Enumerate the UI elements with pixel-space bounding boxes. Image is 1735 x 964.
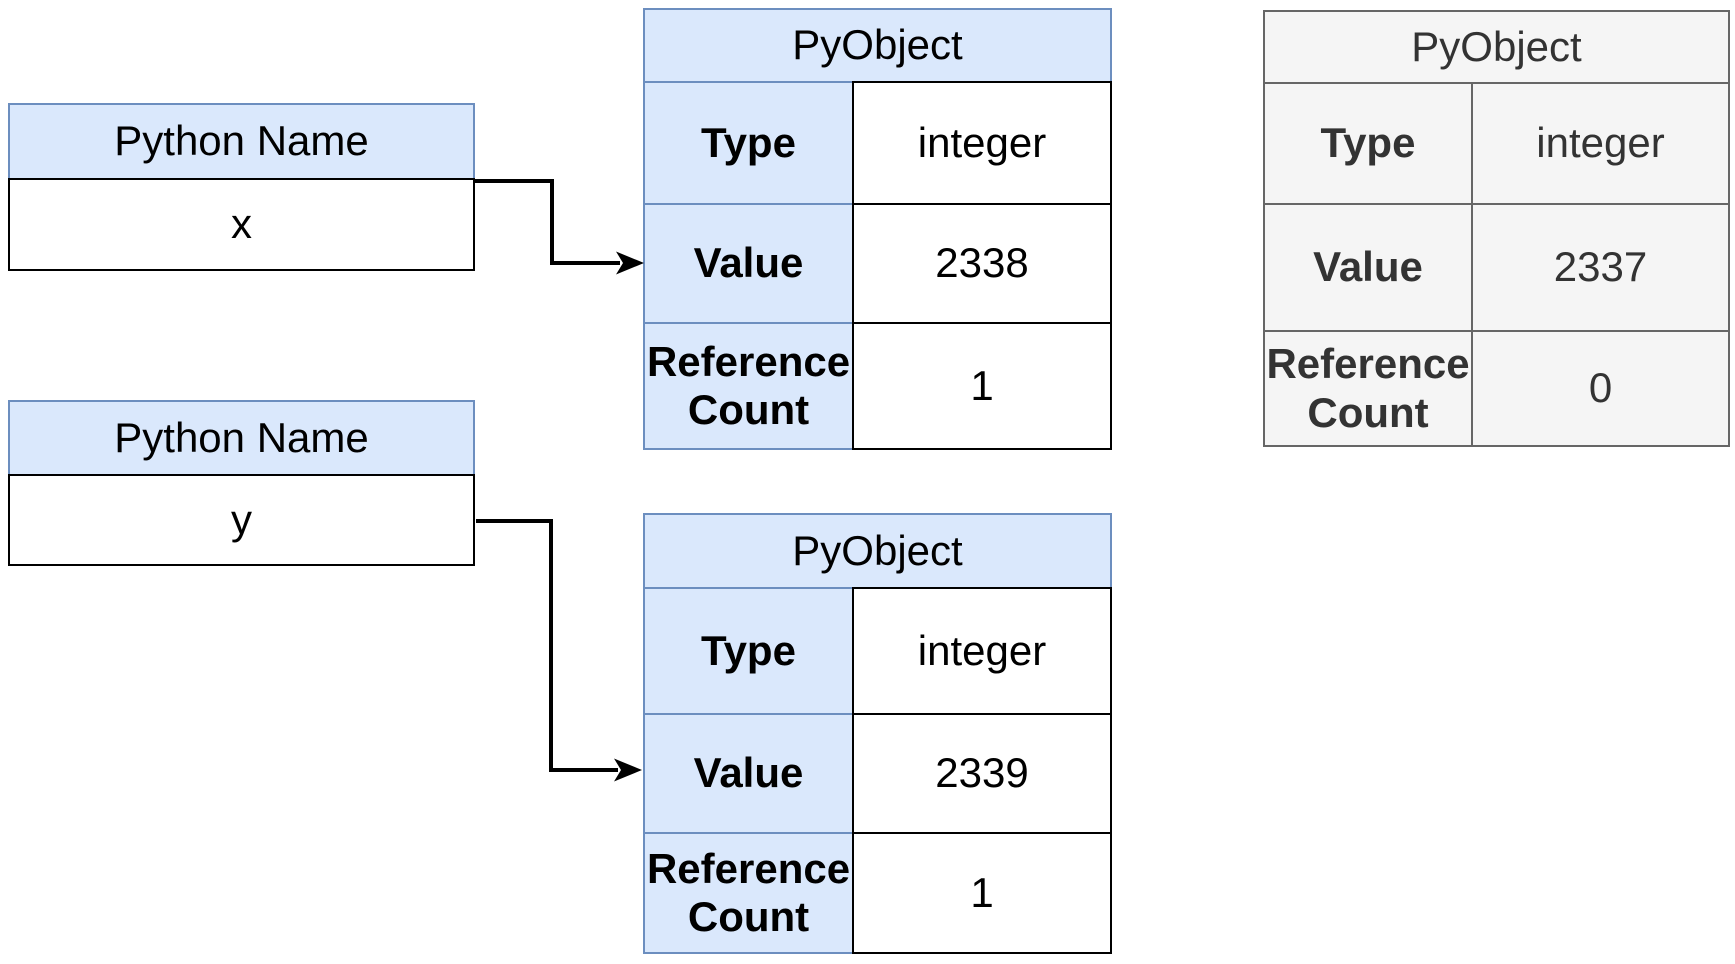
pyobject-table-2337: PyObject Type integer Value 2337 Referen… xyxy=(1263,10,1730,447)
pyobject-2339-title: PyObject xyxy=(643,513,1112,589)
pyobject-2339-value-label: Value xyxy=(643,713,854,834)
python-name-box-x-header: Python Name xyxy=(8,103,475,180)
pyobject-2337-title: PyObject xyxy=(1263,10,1730,84)
python-name-box-y-header: Python Name xyxy=(8,400,475,476)
arrow-x-to-2338 xyxy=(475,179,644,275)
pyobject-2339-ref-value: 1 xyxy=(852,832,1112,954)
pyobject-2339-value-value: 2339 xyxy=(852,713,1112,834)
pyobject-2337-type-label: Type xyxy=(1263,82,1473,205)
pyobject-2339-type-label: Type xyxy=(643,587,854,715)
pyobject-2338-type-label: Type xyxy=(643,81,854,205)
arrowhead-y-icon xyxy=(614,758,642,782)
pyobject-2338-value-label: Value xyxy=(643,203,854,324)
arrow-y-to-2339 xyxy=(476,519,642,782)
pyobject-table-2339: PyObject Type integer Value 2339 Referen… xyxy=(643,513,1112,954)
pyobject-2338-ref-label: Reference Count xyxy=(643,322,854,450)
pyobject-table-2338: PyObject Type integer Value 2338 Referen… xyxy=(643,8,1112,450)
python-name-box-y-value: y xyxy=(8,474,475,566)
pyobject-2339-ref-label: Reference Count xyxy=(643,832,854,954)
pyobject-2338-type-value: integer xyxy=(852,81,1112,205)
pyobject-2338-value-value: 2338 xyxy=(852,203,1112,324)
python-name-box-y: Python Name y xyxy=(8,400,475,566)
python-name-box-x: Python Name x xyxy=(8,103,475,271)
pyobject-2337-value-value: 2337 xyxy=(1471,203,1730,332)
pyobject-2339-type-value: integer xyxy=(852,587,1112,715)
pyobject-2337-ref-label: Reference Count xyxy=(1263,330,1473,447)
pyobject-2337-value-label: Value xyxy=(1263,203,1473,332)
arrowhead-x-icon xyxy=(616,251,644,275)
python-name-box-x-value: x xyxy=(8,178,475,271)
pyobject-2338-title: PyObject xyxy=(643,8,1112,83)
pyobject-2337-type-value: integer xyxy=(1471,82,1730,205)
pyobject-2338-ref-value: 1 xyxy=(852,322,1112,450)
pyobject-2337-ref-value: 0 xyxy=(1471,330,1730,447)
